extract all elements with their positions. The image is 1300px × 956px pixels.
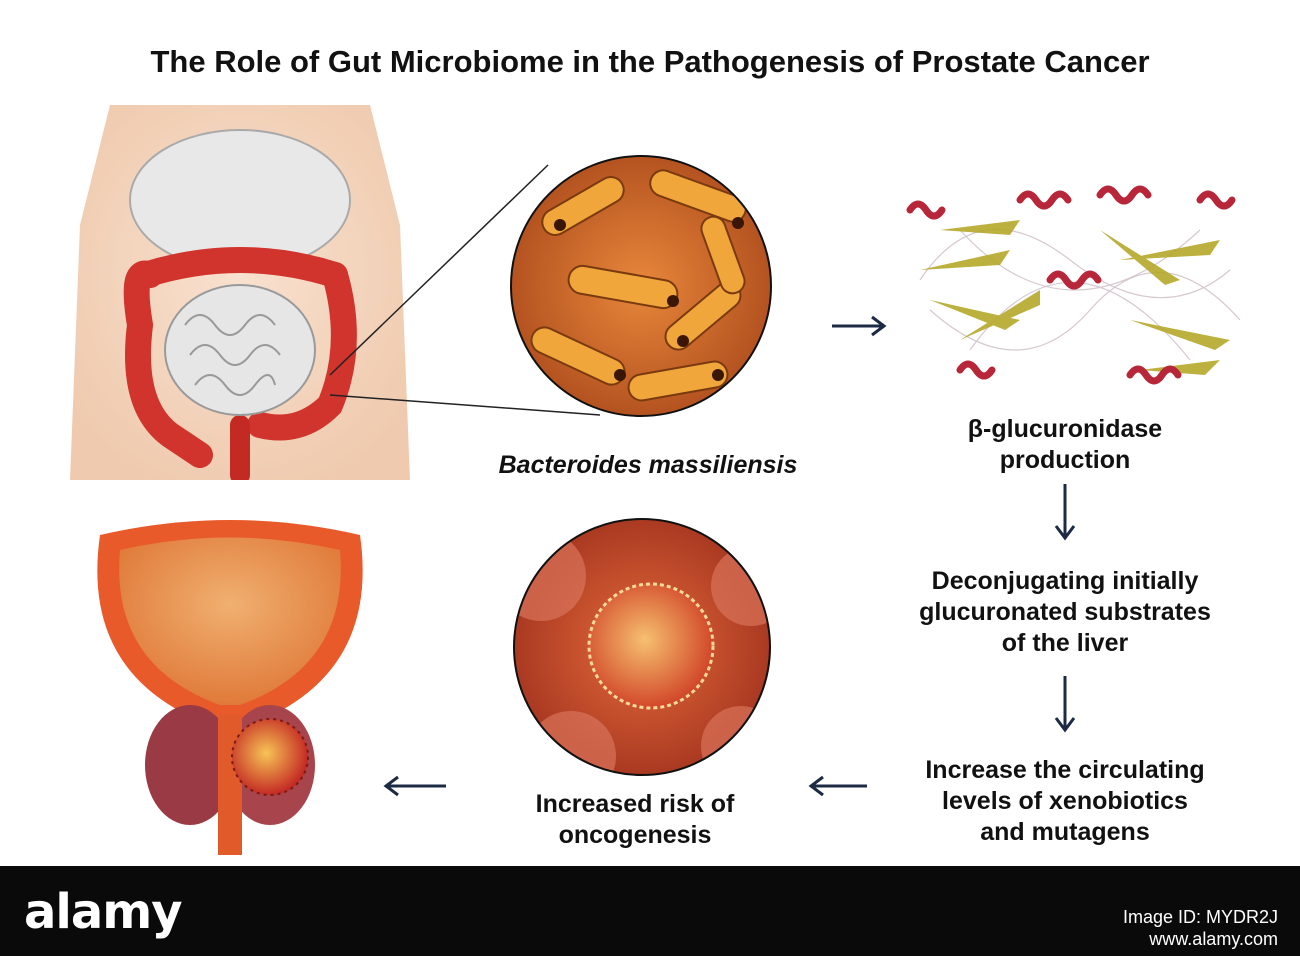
oncogenesis-label: Increased risk of oncogenesis: [480, 789, 790, 851]
footer-bar: alamy Image ID: MYDR2J www.alamy.com: [0, 866, 1300, 956]
arrow-right-1: [832, 315, 887, 337]
bacteria-label: Bacteroides massiliensis: [498, 451, 798, 479]
arrow-left-1: [808, 775, 867, 797]
circ-line3: and mutagens: [980, 818, 1150, 846]
risk-line2: oncogenesis: [558, 821, 712, 849]
deconj-line3: of the liver: [1001, 629, 1129, 657]
image-id-text: Image ID: MYDR2J: [1122, 907, 1278, 927]
arrow-left-2: [383, 775, 446, 797]
alamy-logo: alamy: [24, 884, 183, 940]
diagram-title: The Role of Gut Microbiome in the Pathog…: [150, 44, 1150, 79]
gut-anatomy-illustration: [70, 105, 410, 480]
circulation-label: Increase the circulating levels of xenob…: [880, 755, 1250, 848]
arrow-down-2: [1054, 676, 1076, 733]
enzyme-label-line2: production: [999, 446, 1131, 474]
site-url: www.alamy.com: [1149, 929, 1278, 949]
prostate-tumor-illustration: [97, 520, 363, 855]
bacteria-micrograph: [510, 155, 772, 417]
enzyme-label: β-glucuronidase production: [930, 414, 1200, 476]
enzyme-label-line1: β-glucuronidase: [967, 415, 1163, 443]
arrow-down-1: [1054, 484, 1076, 541]
circ-line1: Increase the circulating: [925, 756, 1205, 784]
zoom-lines: [329, 164, 601, 416]
risk-line1: Increased risk of: [535, 790, 735, 818]
footer-meta: Image ID: MYDR2J www.alamy.com: [1123, 906, 1278, 950]
enzyme-protein-structure: [906, 185, 1241, 385]
deconj-line1: Deconjugating initially: [931, 567, 1199, 595]
cancer-cell-micrograph: [513, 518, 771, 776]
deconj-line2: glucuronated substrates: [919, 598, 1211, 626]
circ-line2: levels of xenobiotics: [942, 787, 1188, 815]
deconjugation-label: Deconjugating initially glucuronated sub…: [880, 566, 1250, 659]
